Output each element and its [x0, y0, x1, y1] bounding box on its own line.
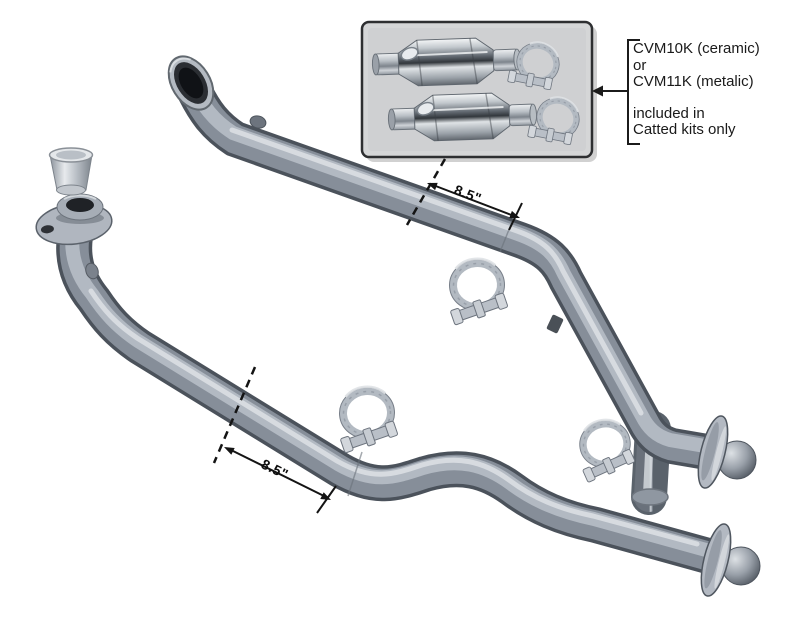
callout-note-line1: included in — [633, 104, 705, 122]
callout-arrow — [592, 85, 628, 97]
dimension-lower — [212, 366, 337, 514]
outlet-ball-flange-lower — [700, 523, 761, 597]
callout-gap — [633, 91, 803, 106]
callout-part-metalic: CVM11K (metalic) — [633, 73, 754, 90]
inlet-cone-adapter — [48, 147, 94, 196]
lower-pipe — [56, 208, 726, 574]
callout-part-ceramic: CVM10K (ceramic) — [633, 40, 760, 57]
inlet-flange-upper — [167, 55, 215, 111]
inlet-flange-plate-lower — [35, 193, 113, 246]
weld-bead — [631, 488, 669, 506]
callout-text: CVM10K (ceramic) or CVM11K (metalic) inc… — [633, 40, 803, 139]
dimension-upper — [405, 158, 523, 231]
flange-bolt-slot — [40, 225, 54, 234]
callout-note-line2: Catted kits only — [633, 121, 736, 138]
band-clamp-1 — [446, 256, 510, 326]
outlet-ball-flange-upper — [697, 415, 757, 489]
inlet-collar — [56, 193, 104, 221]
hanger-tab — [546, 314, 564, 334]
slip-joint-seam — [347, 451, 363, 497]
inset-box — [360, 20, 597, 162]
o2-sensor-bung-upper — [249, 115, 267, 129]
dashed-line-upper — [405, 158, 447, 226]
band-clamp-2 — [336, 384, 400, 454]
o2-sensor-bung-lower — [85, 262, 99, 280]
callout-or: or — [633, 56, 647, 74]
upper-pipe — [177, 74, 725, 470]
dashed-line-lower — [212, 366, 257, 464]
